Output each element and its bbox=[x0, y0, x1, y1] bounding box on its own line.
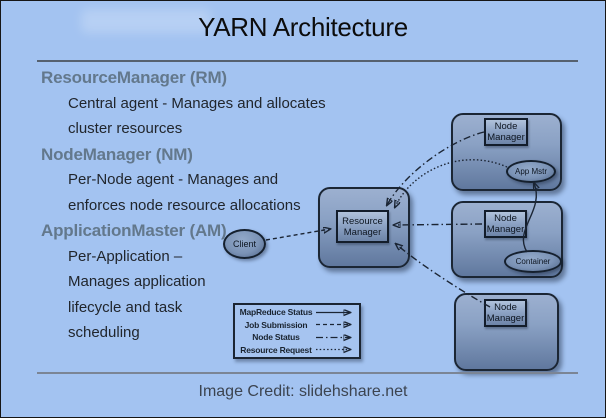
node-manager-label-top: Node Manager bbox=[484, 118, 528, 146]
dotted-line-icon bbox=[316, 345, 357, 354]
legend-label: Job Submission bbox=[244, 319, 308, 330]
page-title: YARN Architecture bbox=[198, 12, 408, 42]
text-nm-line1: Per-Node agent - Manages and bbox=[68, 171, 279, 188]
text-nm-line2: enforces node resource allocations bbox=[68, 196, 301, 214]
legend-box: MapReduce Status Job Submission Node Sta… bbox=[233, 303, 361, 359]
legend-label: Node Status bbox=[252, 332, 300, 343]
node-manager-label-bottom: Node Manager bbox=[484, 299, 527, 327]
legend-row-mapreduce-status: MapReduce Status bbox=[237, 306, 357, 318]
definitions-block: ResourceManager (RM) Central agent - Man… bbox=[41, 65, 371, 346]
heading-resourcemanager: ResourceManager (RM) bbox=[41, 68, 227, 87]
legend-row-job-submission: Job Submission bbox=[237, 319, 357, 331]
app-master-node: App Mstr bbox=[506, 160, 556, 183]
text-rm-line1: Central agent - Manages and allocates bbox=[68, 94, 326, 112]
client-node: Client bbox=[223, 229, 266, 259]
text-rm-line2: cluster resources bbox=[68, 120, 183, 137]
node-manager-box-bottom: Node Manager bbox=[454, 293, 559, 371]
top-divider bbox=[37, 60, 578, 62]
legend-row-node-status: Node Status bbox=[237, 331, 357, 343]
heading-applicationmaster: ApplicationMaster (AM) bbox=[41, 221, 227, 240]
bottom-divider bbox=[37, 372, 578, 374]
heading-nodemanager: NodeManager (NM) bbox=[41, 144, 193, 164]
legend-label: MapReduce Status bbox=[239, 307, 313, 318]
watermark-smudge bbox=[81, 9, 211, 33]
container-node: Container bbox=[504, 250, 562, 273]
text-am-line2: Manages application bbox=[68, 273, 206, 290]
text-am-line3: lifecycle and task bbox=[68, 298, 183, 316]
dashed-line-icon bbox=[316, 320, 357, 329]
image-credit: Image Credit: slidehshare.net bbox=[198, 383, 408, 400]
text-am-line4: scheduling bbox=[68, 324, 140, 341]
node-manager-label-middle: Node Manager bbox=[484, 210, 527, 238]
solid-line-icon bbox=[316, 308, 357, 317]
legend-row-resource-request: Resource Request bbox=[237, 344, 357, 356]
legend-label: Resource Request bbox=[240, 344, 312, 355]
resource-manager-label: Resource Manager bbox=[336, 210, 389, 243]
text-am-line1: Per-Application – bbox=[68, 247, 183, 265]
dashdot-line-icon bbox=[316, 333, 357, 342]
resource-manager-box: Resource Manager bbox=[318, 187, 410, 268]
